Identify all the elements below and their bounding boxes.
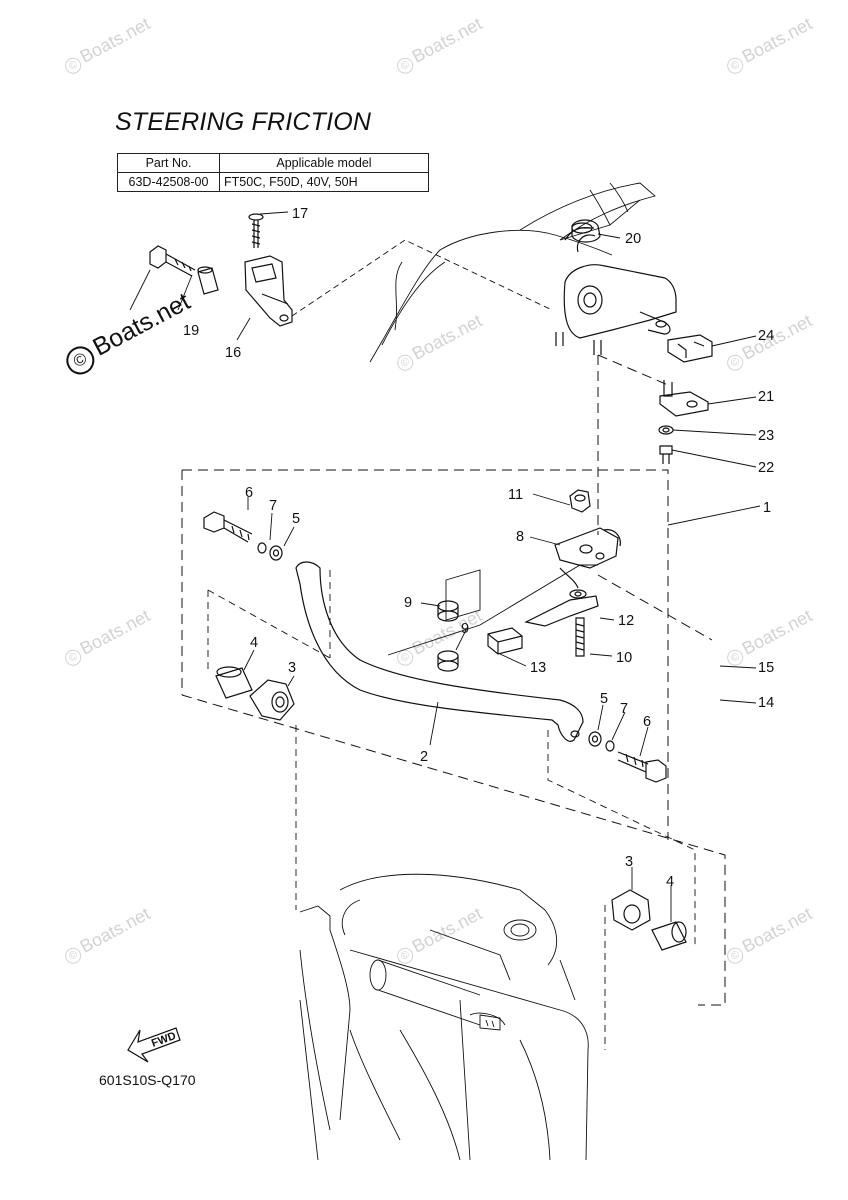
callout-5-upper: 5 xyxy=(292,511,300,527)
callout-1: 1 xyxy=(763,500,771,516)
fwd-label: FWD xyxy=(150,1030,178,1050)
part-12-lever xyxy=(524,567,599,627)
part-5-washer-upper xyxy=(269,545,283,561)
callout-6-lower: 6 xyxy=(643,714,651,730)
callout-20: 20 xyxy=(625,231,641,247)
assembly-1-outline xyxy=(181,354,726,1006)
callout-10: 10 xyxy=(616,650,632,666)
part-8-bracket xyxy=(554,527,621,569)
part-6-bolt-lower xyxy=(617,751,667,783)
callout-22: 22 xyxy=(758,460,774,476)
callout-9-lower: 9 xyxy=(461,621,469,637)
applicable-model-table: Part No. Applicable model 63D-42508-00 F… xyxy=(117,153,429,192)
callout-19: 19 xyxy=(183,323,199,339)
part-24-sensor xyxy=(667,334,713,363)
callout-4-left: 4 xyxy=(250,635,258,651)
callout-9-upper: 9 xyxy=(404,595,412,611)
callout-24: 24 xyxy=(758,328,774,344)
callout-3-right: 3 xyxy=(625,854,633,870)
fwd-arrow-icon xyxy=(127,1027,181,1063)
part-20-clamp xyxy=(571,219,601,243)
callout-4-right: 4 xyxy=(666,874,674,890)
part-19-collar xyxy=(197,266,219,295)
table-cell-part-no: 63D-42508-00 xyxy=(117,172,220,192)
callout-6-upper: 6 xyxy=(245,485,253,501)
table-cell-applicable-model: FT50C, F50D, 40V, 50H xyxy=(219,172,429,192)
callout-21: 21 xyxy=(758,389,774,405)
callout-7-lower: 7 xyxy=(620,701,628,717)
part-7-washer-lower xyxy=(605,740,615,752)
bolt-upper-left xyxy=(149,245,196,277)
part-11-nut xyxy=(569,489,591,513)
part-9-grommets xyxy=(437,600,459,672)
figure-code: 601S10S-Q170 xyxy=(99,1072,196,1088)
callout-leaders xyxy=(129,211,761,922)
engine-cowling-outline xyxy=(369,182,656,363)
callout-14: 14 xyxy=(758,695,774,711)
leader-line xyxy=(387,564,598,656)
callout-11: 11 xyxy=(508,487,523,503)
part-5-washer-lower xyxy=(588,731,602,747)
callout-17: 17 xyxy=(292,206,308,222)
callout-numbers: 1 2 3 3 4 4 5 5 6 6 7 7 8 9 9 10 11 12 1… xyxy=(183,206,774,890)
part-3-nut-left xyxy=(249,679,295,721)
callout-12: 12 xyxy=(618,613,634,629)
part-10-stud xyxy=(575,617,585,657)
leader-dashed xyxy=(291,239,553,317)
tiller-bracket xyxy=(555,222,677,355)
callout-5-lower: 5 xyxy=(600,691,608,707)
callout-16: 16 xyxy=(225,345,241,361)
part-16-lever xyxy=(244,255,293,327)
part-17-screw xyxy=(248,213,264,248)
callout-2: 2 xyxy=(420,749,428,765)
part-3-nut-right xyxy=(611,889,651,931)
callout-7-upper: 7 xyxy=(269,498,277,514)
part-13-block xyxy=(487,627,523,655)
part-6-bolt-upper xyxy=(203,511,253,543)
part-4-sleeve-right xyxy=(651,921,687,951)
callout-23: 23 xyxy=(758,428,774,444)
part-22-bolt xyxy=(659,445,673,464)
diagram-title: STEERING FRICTION xyxy=(115,108,372,136)
part-7-washer-upper xyxy=(257,542,267,554)
part-4-sleeve-left xyxy=(215,666,253,699)
callout-8: 8 xyxy=(516,529,524,545)
part-23-washer xyxy=(658,425,674,435)
callout-13: 13 xyxy=(530,660,546,676)
leader-dashed-lower xyxy=(207,570,696,1050)
callout-15: 15 xyxy=(758,660,774,676)
part-2-friction-plate xyxy=(295,561,584,742)
plate-hidden-edge xyxy=(445,569,481,621)
swivel-bracket xyxy=(299,873,589,1161)
callout-3-left: 3 xyxy=(288,660,296,676)
part-21-plate xyxy=(659,380,709,417)
